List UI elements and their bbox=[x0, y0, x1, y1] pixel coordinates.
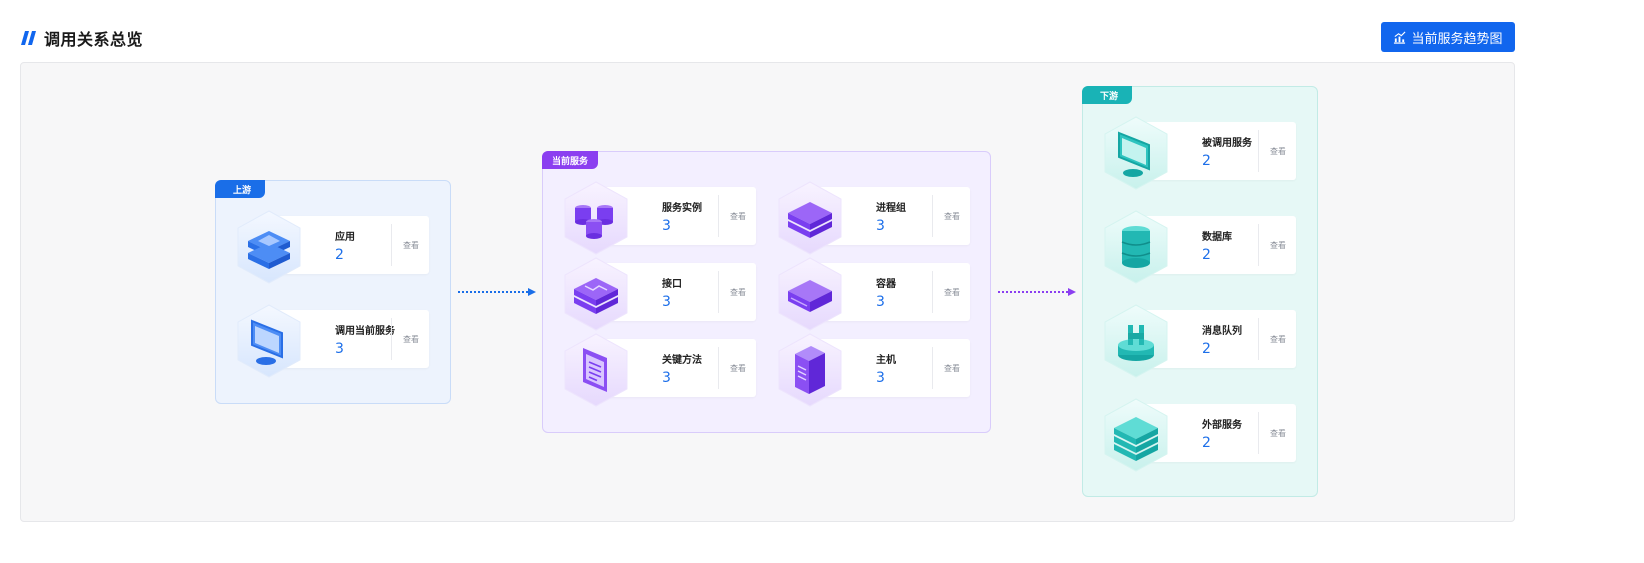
card-count: 2 bbox=[1202, 247, 1211, 263]
card-count: 3 bbox=[876, 218, 885, 234]
view-link[interactable]: 查看 bbox=[730, 364, 746, 373]
card-label: 调用当前服务 bbox=[335, 326, 395, 337]
card-divider bbox=[391, 224, 392, 266]
card-divider bbox=[1258, 412, 1259, 454]
card-label: 接口 bbox=[662, 279, 682, 290]
layers-icon bbox=[778, 181, 842, 255]
service-trend-button-label: 当前服务趋势图 bbox=[1411, 31, 1503, 47]
card-label: 消息队列 bbox=[1202, 326, 1242, 337]
card-count: 2 bbox=[1202, 341, 1211, 357]
card-count: 2 bbox=[335, 247, 344, 263]
view-link[interactable]: 查看 bbox=[1270, 429, 1286, 438]
card-divider bbox=[932, 347, 933, 389]
database-cluster-icon bbox=[564, 181, 628, 255]
host-tower-icon bbox=[778, 333, 842, 407]
card-label: 被调用服务 bbox=[1202, 138, 1252, 149]
upstream-panel: 上游 应用 2 查看 调用当前服务 3 查看 bbox=[215, 180, 451, 404]
card-label: 数据库 bbox=[1202, 232, 1232, 243]
view-link[interactable]: 查看 bbox=[1270, 335, 1286, 344]
card-divider bbox=[391, 318, 392, 360]
server-stack-icon bbox=[237, 210, 301, 284]
card-divider bbox=[718, 347, 719, 389]
card-count: 3 bbox=[876, 294, 885, 310]
page-title: 调用关系总览 bbox=[44, 30, 144, 49]
current-to-downstream-arrow bbox=[998, 288, 1076, 296]
monitor-icon bbox=[1104, 116, 1168, 190]
view-link[interactable]: 查看 bbox=[1270, 147, 1286, 156]
card-label: 关键方法 bbox=[662, 355, 702, 366]
card-count: 2 bbox=[1202, 435, 1211, 451]
card-label: 主机 bbox=[876, 355, 896, 366]
card-divider bbox=[718, 195, 719, 237]
container-icon bbox=[778, 257, 842, 331]
view-link[interactable]: 查看 bbox=[944, 364, 960, 373]
card-divider bbox=[1258, 130, 1259, 172]
external-server-icon bbox=[1104, 398, 1168, 472]
document-icon bbox=[564, 333, 628, 407]
card-label: 服务实例 bbox=[662, 203, 702, 214]
card-divider bbox=[932, 271, 933, 313]
service-trend-button[interactable]: 当前服务趋势图 bbox=[1381, 22, 1515, 52]
card-label: 容器 bbox=[876, 279, 896, 290]
view-link[interactable]: 查看 bbox=[730, 212, 746, 221]
card-count: 3 bbox=[662, 370, 671, 386]
card-divider bbox=[718, 271, 719, 313]
message-queue-icon bbox=[1104, 304, 1168, 378]
interface-layers-icon bbox=[564, 257, 628, 331]
downstream-panel: 下游 被调用服务 2 查看 数据库 2 查看 消息队列 2 查看 bbox=[1082, 86, 1318, 497]
database-icon bbox=[1104, 210, 1168, 284]
current-service-panel: 当前服务 服务实例 3 查看 进程组 3 查看 接口 3 查看 bbox=[542, 151, 991, 433]
view-link[interactable]: 查看 bbox=[403, 241, 419, 250]
card-count: 3 bbox=[662, 294, 671, 310]
view-link[interactable]: 查看 bbox=[1270, 241, 1286, 250]
view-link[interactable]: 查看 bbox=[403, 335, 419, 344]
card-count: 2 bbox=[1202, 153, 1211, 169]
card-divider bbox=[932, 195, 933, 237]
card-label: 应用 bbox=[335, 232, 355, 243]
card-divider bbox=[1258, 318, 1259, 360]
upstream-tag: 上游 bbox=[215, 180, 266, 198]
card-count: 3 bbox=[876, 370, 885, 386]
title-slash-icon bbox=[21, 31, 36, 45]
card-divider bbox=[1258, 224, 1259, 266]
card-label: 外部服务 bbox=[1202, 420, 1242, 431]
downstream-tag: 下游 bbox=[1082, 86, 1133, 104]
page-header: 调用关系总览 bbox=[21, 26, 143, 50]
view-link[interactable]: 查看 bbox=[944, 212, 960, 221]
monitor-icon bbox=[237, 304, 301, 378]
view-link[interactable]: 查看 bbox=[730, 288, 746, 297]
card-count: 3 bbox=[662, 218, 671, 234]
card-label: 进程组 bbox=[876, 203, 906, 214]
view-link[interactable]: 查看 bbox=[944, 288, 960, 297]
trend-chart-icon bbox=[1394, 31, 1406, 44]
upstream-to-current-arrow bbox=[458, 288, 536, 296]
card-count: 3 bbox=[335, 341, 344, 357]
current-service-tag: 当前服务 bbox=[542, 151, 599, 169]
